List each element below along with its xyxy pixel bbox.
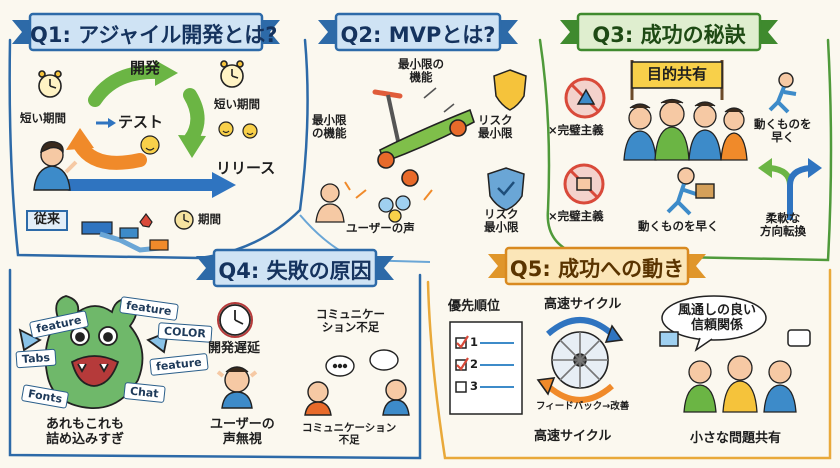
traditional-label: 従来: [26, 210, 69, 231]
smiley-faces: [140, 121, 258, 155]
cycle-release-label: リリース: [216, 159, 276, 177]
ignore-users-label: ユーザーの 声無視: [210, 417, 275, 447]
q1-panel-border: [8, 38, 309, 260]
q1-ribbon: [12, 12, 280, 52]
waterfall-illustration: [81, 213, 169, 253]
stressed-person: [216, 366, 258, 409]
min-features-top: 最小限の 機能: [398, 57, 444, 85]
clock-icon-delay: [217, 302, 253, 338]
priority-title: 優先順位: [448, 299, 501, 314]
arguing-people: [304, 349, 410, 416]
perfectionism-bottom: ×完璧主義: [548, 209, 604, 223]
team-people: [623, 98, 748, 161]
q4-ribbon: [196, 248, 394, 288]
priority-item-2: 2: [470, 357, 479, 371]
speech-bubble-relations: [659, 295, 811, 352]
dev-delay-label: 開発遅延: [208, 341, 261, 356]
q5-ribbon: [488, 246, 706, 286]
min-features-left: 最小限 の機能: [312, 113, 347, 141]
q1-title: Q1: アジャイル開発とは?: [30, 23, 278, 47]
shared-purpose-banner: [630, 60, 724, 100]
perfectionism-no-icon-bottom: [563, 163, 605, 205]
q3-title: Q3: 成功の秘訣: [592, 23, 746, 47]
short-period-right: 短い期間: [214, 97, 260, 111]
flexible-pivot: 柔軟な 方向転換: [760, 211, 806, 239]
user-voice: ユーザーの声: [346, 221, 415, 235]
running-person-box: [666, 167, 715, 216]
q3-ribbon: [560, 12, 778, 52]
feedback-label: フィードバック→改善: [536, 401, 630, 412]
q3-panel-border: [538, 38, 833, 262]
skateboard-scooter: [372, 87, 475, 187]
move-fast-bottom: 動くものを早く: [638, 219, 719, 233]
shield-icon-top: [493, 69, 527, 111]
fast-cycle-wheel: [536, 317, 624, 403]
clock-icon-left: [38, 70, 62, 98]
risk-bottom: リスク 最小限: [484, 207, 519, 235]
comm-short-bottom: コミュニケーション 不足: [302, 422, 397, 447]
comm-short-top: コミュニケー ション不足: [316, 307, 385, 335]
overload-label: あれもこれも 詰め込みすぎ: [46, 417, 125, 447]
perfectionism-top: ×完璧主義: [548, 123, 604, 137]
q5-panel-border: [426, 268, 832, 460]
period-label: 期間: [198, 212, 221, 226]
q5-title: Q5: 成功への動き: [509, 257, 685, 281]
developer-person: [33, 141, 78, 191]
priority-item-3: 3: [470, 379, 479, 393]
user-group-icon: [315, 181, 433, 223]
short-period-left: 短い期間: [20, 111, 66, 125]
clock-icon-period: [174, 210, 194, 230]
perfectionism-no-icon-top: [564, 77, 606, 119]
fast-cycle-bottom: 高速サイクル: [534, 429, 612, 444]
share-small-problems: 小さな問題共有: [690, 431, 782, 446]
running-person-right: [768, 72, 797, 114]
q2-title: Q2: MVPとは?: [340, 23, 496, 47]
cycle-test-label: テスト: [118, 113, 164, 131]
clock-icon-right: [220, 60, 244, 88]
good-relations: 風通しの良い 信頼関係: [678, 303, 757, 333]
q2-ribbon: [318, 12, 518, 52]
fast-cycle-top: 高速サイクル: [544, 297, 622, 312]
cycle-dev-label: 開発: [130, 59, 161, 77]
priority-item-1: 1: [470, 335, 479, 349]
move-fast-right: 動くものを 早く: [754, 117, 812, 145]
team-small-problems: [683, 355, 797, 413]
priority-list-card: [449, 321, 523, 415]
feature-tag-6: Tabs: [15, 348, 57, 369]
q4-title: Q4: 失敗の原因: [218, 259, 372, 283]
shield-check-icon: [487, 167, 525, 211]
direction-change-arrows: [758, 158, 822, 220]
q4-panel-border: [8, 268, 422, 460]
risk-top: リスク 最小限: [478, 113, 513, 141]
shared-purpose: 目的共有: [646, 65, 707, 83]
